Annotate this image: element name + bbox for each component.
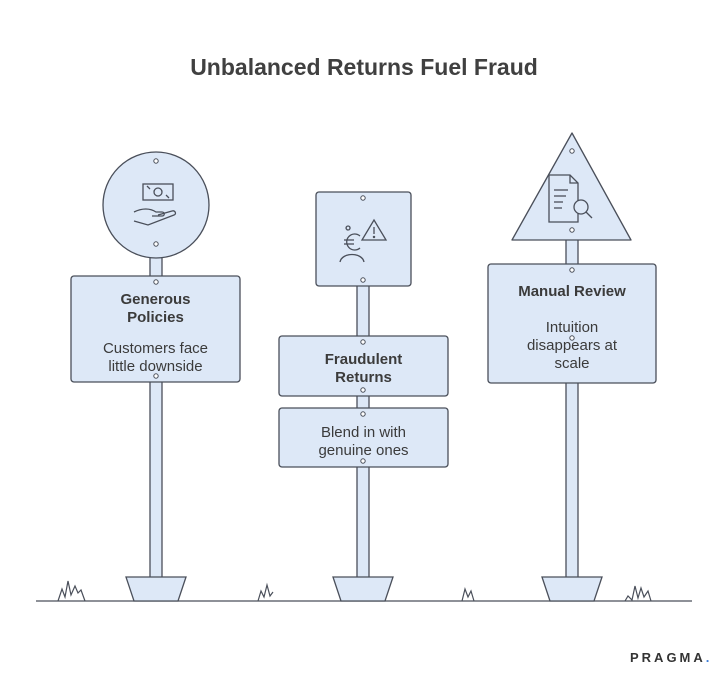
sign-heading-manual-review: Manual Review (488, 283, 656, 301)
heading-line: Fraudulent (324, 351, 403, 368)
signpost-manual-review (487, 132, 657, 602)
sign-body-fraudulent-returns: Blend in with genuine ones (279, 424, 448, 460)
body-line: Blend in with (320, 424, 407, 441)
brand-dot: . (705, 650, 710, 665)
heading-line: Policies (127, 309, 184, 326)
sign-heading-fraudulent-returns: Fraudulent Returns (279, 351, 448, 387)
heading-line: Generous (120, 291, 191, 308)
body-line: disappears at (526, 337, 618, 354)
grass-tufts (57, 580, 652, 602)
brand-name: PRAGMA (630, 650, 706, 665)
sign-body-generous-policies: Customers face little downside (71, 340, 240, 376)
body-line: scale (554, 355, 590, 372)
sign-heading-generous-policies: Generous Policies (71, 291, 240, 327)
body-line: Intuition (545, 319, 599, 336)
sign-body-manual-review: Intuition disappears at scale (488, 319, 656, 373)
body-line: Customers face (102, 340, 209, 357)
document-search-icon (548, 174, 593, 223)
body-line: little downside (108, 358, 203, 375)
heading-line: Returns (335, 369, 392, 386)
brand-logo: PRAGMA. (630, 650, 709, 665)
heading-line: Manual Review (518, 283, 626, 300)
signpost-fraudulent-returns (278, 191, 449, 602)
body-line: genuine ones (318, 442, 409, 459)
cash-in-hand-icon (133, 183, 177, 226)
euro-person-warning-icon (339, 218, 388, 263)
signpost-generous-policies (70, 151, 241, 602)
diagram-title: Unbalanced Returns Fuel Fraud (190, 54, 538, 80)
